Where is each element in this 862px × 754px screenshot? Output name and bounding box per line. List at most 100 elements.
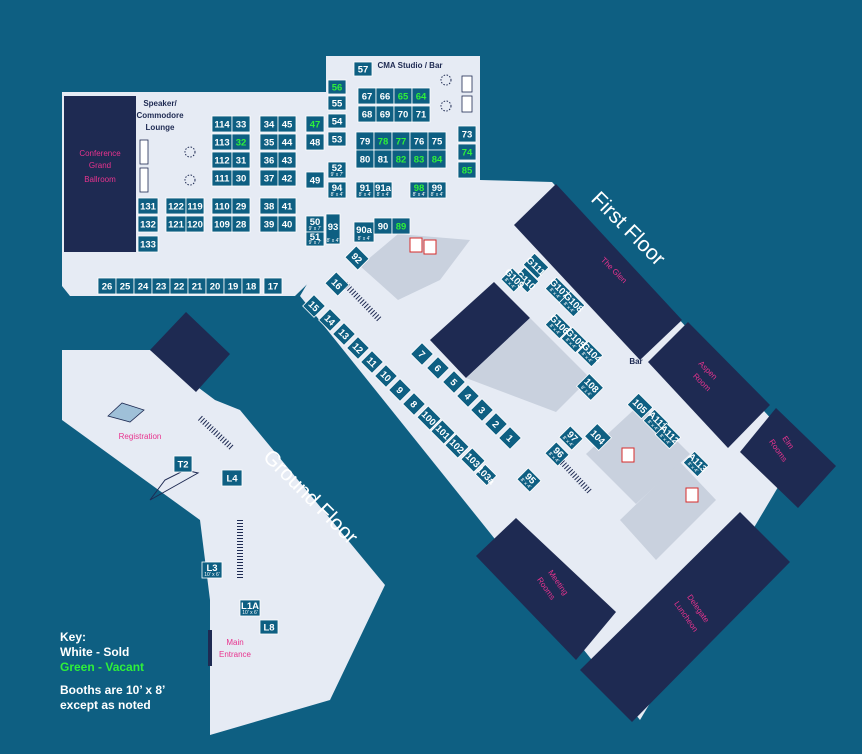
booth-13[interactable]: 13 [332,322,356,346]
booth-90[interactable]: 90 [373,217,393,235]
booth-122[interactable]: 122 [165,197,187,215]
booth-93[interactable]: 938' x 4' [325,213,341,245]
booth-12[interactable]: 12 [346,336,370,360]
booth-L4[interactable]: L4 [221,469,243,487]
booth-15[interactable]: 15 [302,294,326,318]
booth-78[interactable]: 78 [373,131,393,151]
booth-34[interactable]: 34 [259,115,279,133]
booth-L8[interactable]: L8 [259,619,279,635]
booth-52[interactable]: 529' x 7' [327,161,347,179]
booth-3[interactable]: 3 [470,398,494,422]
booth-30[interactable]: 30 [231,169,251,187]
booth-131[interactable]: 131 [137,197,159,215]
booth-68[interactable]: 68 [357,105,377,123]
booth-71[interactable]: 71 [411,105,431,123]
booth-35[interactable]: 35 [259,133,279,151]
booth-2[interactable]: 2 [484,412,508,436]
booth-49[interactable]: 49 [305,171,325,189]
booth-82[interactable]: 82 [391,149,411,169]
booth-32[interactable]: 32 [231,133,251,151]
booth-23[interactable]: 23 [151,277,171,295]
booth-6[interactable]: 6 [426,356,450,380]
booth-47[interactable]: 47 [305,115,325,133]
booth-5[interactable]: 5 [442,370,466,394]
booth-77[interactable]: 77 [391,131,411,151]
booth-69[interactable]: 69 [375,105,395,123]
booth-109[interactable]: 109 [211,215,233,233]
booth-67[interactable]: 67 [357,87,377,105]
booth-96[interactable]: 968' x 4' [544,441,570,467]
booth-36[interactable]: 36 [259,151,279,169]
booth-101[interactable]: 101 [430,419,456,445]
booth-66[interactable]: 66 [375,87,395,105]
booth-73[interactable]: 73 [457,125,477,143]
booth-26[interactable]: 26 [97,277,117,295]
booth-132[interactable]: 132 [137,215,159,233]
booth-40[interactable]: 40 [277,215,297,233]
booth-100[interactable]: 100 [416,405,442,431]
booth-48[interactable]: 48 [305,133,325,151]
booth-17[interactable]: 17 [263,277,283,295]
booth-41[interactable]: 41 [277,197,297,215]
booth-4[interactable]: 4 [456,384,480,408]
booth-16[interactable]: 16 [324,271,350,297]
booth-111[interactable]: 111 [211,169,233,187]
booth-70[interactable]: 70 [393,105,413,123]
booth-56[interactable]: 56 [327,79,347,95]
booth-79[interactable]: 79 [355,131,375,151]
booth-51[interactable]: 519' x 7' [305,231,325,247]
booth-99[interactable]: 998' x 4' [427,181,447,199]
booth-110[interactable]: 110 [211,197,233,215]
booth-21[interactable]: 21 [187,277,207,295]
booth-9[interactable]: 9 [388,378,412,402]
booth-65[interactable]: 65 [393,87,413,105]
booth-38[interactable]: 38 [259,197,279,215]
booth-85[interactable]: 85 [457,161,477,179]
booth-14[interactable]: 14 [318,308,342,332]
booth-84[interactable]: 84 [427,149,447,169]
booth-39[interactable]: 39 [259,215,279,233]
booth-76[interactable]: 76 [409,131,429,151]
booth-28[interactable]: 28 [231,215,251,233]
booth-50[interactable]: 509' x 7' [305,215,325,233]
booth-113[interactable]: 113 [211,133,233,151]
booth-7[interactable]: 7 [410,342,434,366]
booth-104[interactable]: 104 [583,422,613,452]
booth-25[interactable]: 25 [115,277,135,295]
booth-94[interactable]: 948' x 4' [327,181,347,199]
booth-11[interactable]: 11 [360,350,384,374]
booth-29[interactable]: 29 [231,197,251,215]
booth-114[interactable]: 114 [211,115,233,133]
booth-89[interactable]: 89 [391,217,411,235]
booth-31[interactable]: 31 [231,151,251,169]
booth-112[interactable]: 112 [211,151,233,169]
booth-98[interactable]: 988' x 4' [409,181,429,199]
booth-19[interactable]: 19 [223,277,243,295]
booth-10[interactable]: 10 [374,364,398,388]
booth-119[interactable]: 119 [185,197,205,215]
booth-53[interactable]: 53 [327,131,347,147]
booth-1[interactable]: 1 [498,426,522,450]
booth-133[interactable]: 133 [137,235,159,253]
booth-105[interactable]: 105 [626,392,654,420]
booth-55[interactable]: 55 [327,95,347,111]
booth-45[interactable]: 45 [277,115,297,133]
booth-42[interactable]: 42 [277,169,297,187]
booth-83[interactable]: 83 [409,149,429,169]
booth-22[interactable]: 22 [169,277,189,295]
booth-120[interactable]: 120 [185,215,205,233]
booth-74[interactable]: 74 [457,143,477,161]
booth-92[interactable]: 92 [344,245,370,271]
booth-102[interactable]: 102 [444,433,470,459]
booth-75[interactable]: 75 [427,131,447,151]
booth-43[interactable]: 43 [277,151,297,169]
booth-8[interactable]: 8 [402,392,426,416]
booth-80[interactable]: 80 [355,149,375,169]
booth-20[interactable]: 20 [205,277,225,295]
booth-33[interactable]: 33 [231,115,251,133]
booth-103[interactable]: 103 [460,447,486,473]
